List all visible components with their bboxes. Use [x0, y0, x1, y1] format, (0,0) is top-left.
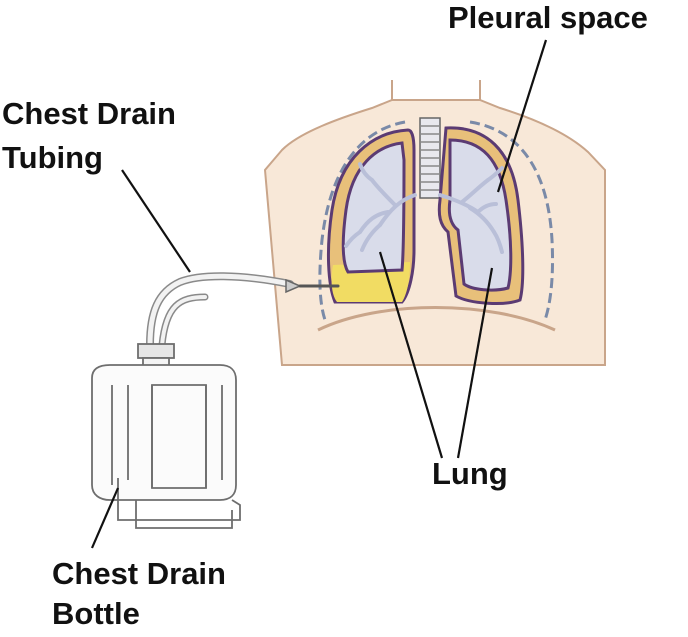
label-chest-drain-bottle-line1: Chest Drain [52, 556, 226, 591]
left-lung-group [326, 128, 417, 304]
leader-lung-right [456, 267, 494, 459]
rib-cage [318, 120, 555, 321]
leader-bottle [90, 487, 120, 549]
label-pleural-space: Pleural space [448, 0, 648, 35]
left-bronchi [344, 162, 417, 252]
label-chest-drain-tubing-line2: Tubing [2, 140, 103, 175]
label-chest-drain-tubing-line1: Chest Drain [2, 96, 176, 131]
leader-lines [90, 39, 548, 549]
chest-drain-tubing [146, 272, 340, 349]
chest-drain-bottle [91, 343, 241, 529]
bottle-base [117, 478, 241, 521]
label-lung: Lung [432, 456, 508, 491]
bottle-stand [135, 500, 233, 529]
trachea [419, 117, 441, 199]
diaphragm-line [317, 306, 556, 332]
bottle-panel [151, 384, 207, 489]
tubing-inner [147, 273, 293, 348]
tube-connector [285, 278, 302, 294]
right-lung-group [437, 126, 525, 305]
leader-tubing [121, 169, 191, 273]
label-chest-drain-bottle-line2: Bottle [52, 596, 140, 631]
rib-left [318, 120, 406, 321]
leader-lung-left [378, 251, 444, 459]
vent-tube-inner [160, 295, 207, 347]
bottle-cap [137, 343, 175, 359]
rib-right [469, 120, 555, 321]
left-lung [341, 141, 406, 274]
right-bronchi [438, 166, 504, 254]
leader-pleural-space [496, 39, 548, 193]
trachea-rings [420, 125, 440, 191]
